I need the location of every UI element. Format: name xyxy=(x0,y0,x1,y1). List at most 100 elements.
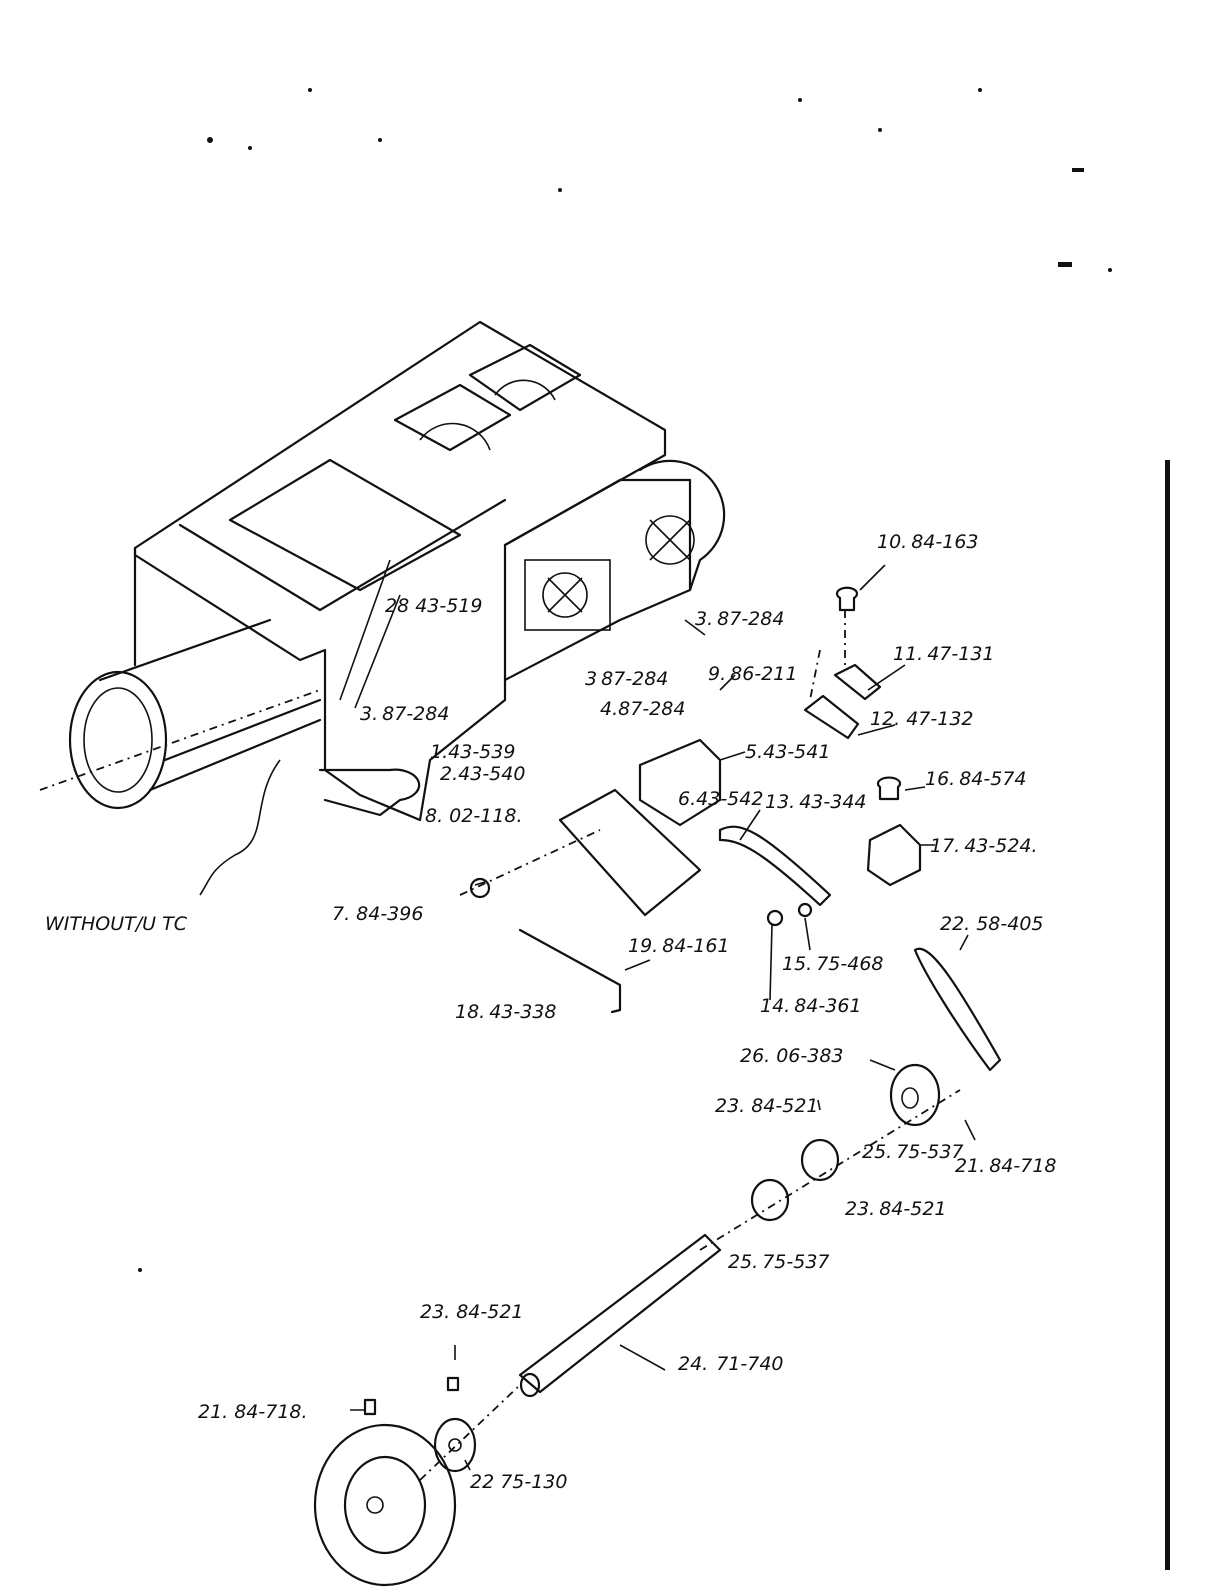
callout-label: 18. xyxy=(455,1001,485,1023)
callout-label: 14. xyxy=(760,995,790,1017)
callout-label: 87-284 xyxy=(717,608,784,630)
callout-label: 3. xyxy=(695,608,713,630)
main-housing xyxy=(39,320,726,896)
callout-label: 10. xyxy=(877,531,907,553)
callout-label: 17. xyxy=(930,835,960,857)
callout-label: 8. xyxy=(425,805,443,827)
callout-label: 75-537 xyxy=(896,1141,963,1163)
callout-label: 6. xyxy=(678,788,696,810)
callout-label: 84-521 xyxy=(456,1301,523,1323)
leader-lines xyxy=(350,564,976,1471)
callout-label: 2. xyxy=(440,763,458,785)
callout-label: 84-574 xyxy=(959,768,1026,790)
callout: 7.84-396 xyxy=(332,903,423,925)
scan-noise xyxy=(138,88,1170,1570)
callout-label: 43-541 xyxy=(763,741,830,763)
callout-label: 84-521 xyxy=(879,1198,946,1220)
callout: 9.86-211 xyxy=(708,663,797,685)
callout: 25.75-537 xyxy=(862,1141,964,1163)
callout-label: 25. xyxy=(728,1251,758,1273)
bracket-11 xyxy=(833,663,882,701)
callout: 28 43-519 xyxy=(385,595,483,617)
callout-label-note: WITHOUT/U TC xyxy=(45,913,188,935)
screw-16 xyxy=(876,776,902,801)
callout-label: 22. xyxy=(940,913,970,935)
callout-labels: WITHOUT/U TC 10.84-163 11.47-131 12.47-1… xyxy=(45,531,1057,1493)
callout: 5.43-541 xyxy=(745,741,830,763)
callout-label: 84-521 xyxy=(751,1095,818,1117)
callout-label: 58-405 xyxy=(976,913,1043,935)
callout-label: 43-542 xyxy=(696,788,763,810)
block-5 xyxy=(638,738,722,827)
callout: 8. 02-118. xyxy=(425,805,522,827)
callout: 26. 06-383 xyxy=(740,1045,844,1067)
callout-label: 15. xyxy=(782,953,812,975)
callout-label: 7. xyxy=(332,903,350,925)
callout: 4.87-284 xyxy=(600,698,685,720)
callout: 23. 84-521 xyxy=(715,1095,819,1117)
callout: 3.87-284 xyxy=(695,608,784,630)
callout-label: 43-524. xyxy=(964,835,1037,857)
callout-label: 16. xyxy=(925,768,955,790)
callout-label: 84-718. xyxy=(234,1401,307,1423)
callout-label: 23. xyxy=(845,1198,875,1220)
callout-label: 06-383 xyxy=(776,1045,843,1067)
plate-6 xyxy=(558,788,702,917)
callout-label: 84-718 xyxy=(989,1155,1056,1177)
callout-label: 26. xyxy=(740,1045,770,1067)
parts xyxy=(313,586,1002,1587)
callout-label: 87-284 xyxy=(382,703,449,725)
callout: 17.43-524. xyxy=(930,835,1038,857)
callout-label: 75-537 xyxy=(762,1251,829,1273)
callout-label: 9. xyxy=(708,663,726,685)
callout-label: 25. xyxy=(862,1141,892,1163)
pulley xyxy=(313,1423,457,1587)
callout: 10.84-163 xyxy=(877,531,979,553)
callout: 13.43-344 xyxy=(765,791,867,813)
callout-label: 71-740 xyxy=(716,1353,783,1375)
callout: 22. 58-405 xyxy=(940,913,1044,935)
callout-label: 23. xyxy=(715,1095,745,1117)
callout: 23.84-521 xyxy=(845,1198,947,1220)
callout-label: 43-338 xyxy=(489,1001,556,1023)
callout-label: 47-131 xyxy=(927,643,994,665)
callout: 21.84-718. xyxy=(198,1401,308,1423)
screw-7 xyxy=(469,877,491,899)
pulley-26 xyxy=(889,1063,941,1127)
callout-label: 24. xyxy=(678,1353,708,1375)
callout-label: 43-540 xyxy=(458,763,525,785)
callout-label: 12. xyxy=(870,708,900,730)
rod-18 xyxy=(518,928,622,1014)
callout-label: 3. xyxy=(360,703,378,725)
callout-label: 84-161 xyxy=(662,935,729,957)
collar-22 xyxy=(433,1417,477,1473)
callout-label: 4. xyxy=(600,698,618,720)
callout-label: 28 xyxy=(385,595,409,617)
callout-label: 13. xyxy=(765,791,795,813)
belt-22 xyxy=(913,947,1002,1072)
callout-label: 43-519 xyxy=(415,595,482,617)
collar-25b xyxy=(750,1178,790,1222)
callout-label: 21. xyxy=(955,1155,985,1177)
callout-label: 84-163 xyxy=(911,531,978,553)
callout: 23. 84-521 xyxy=(420,1301,524,1323)
callout-label: 84-361 xyxy=(794,995,861,1017)
callout: 21.84-718 xyxy=(955,1155,1057,1177)
callout-label: 75-468 xyxy=(816,953,883,975)
callout-label: 11. xyxy=(893,643,923,665)
callout: 12.47-132 xyxy=(870,708,974,730)
block-17 xyxy=(866,823,922,887)
callout-label: 87-284 xyxy=(618,698,685,720)
callout-label: 22 xyxy=(470,1471,494,1493)
callout: 25.75-537 xyxy=(728,1251,830,1273)
callout-label: 02-118. xyxy=(449,805,522,827)
callout: 15.75-468 xyxy=(782,953,884,975)
callout: 24. 71-740 xyxy=(678,1353,784,1375)
callout: 3.87-284 xyxy=(360,703,449,725)
callout-label: 23. xyxy=(420,1301,450,1323)
callout-label: 86-211 xyxy=(730,663,797,685)
callout: 18.43-338 xyxy=(455,1001,557,1023)
